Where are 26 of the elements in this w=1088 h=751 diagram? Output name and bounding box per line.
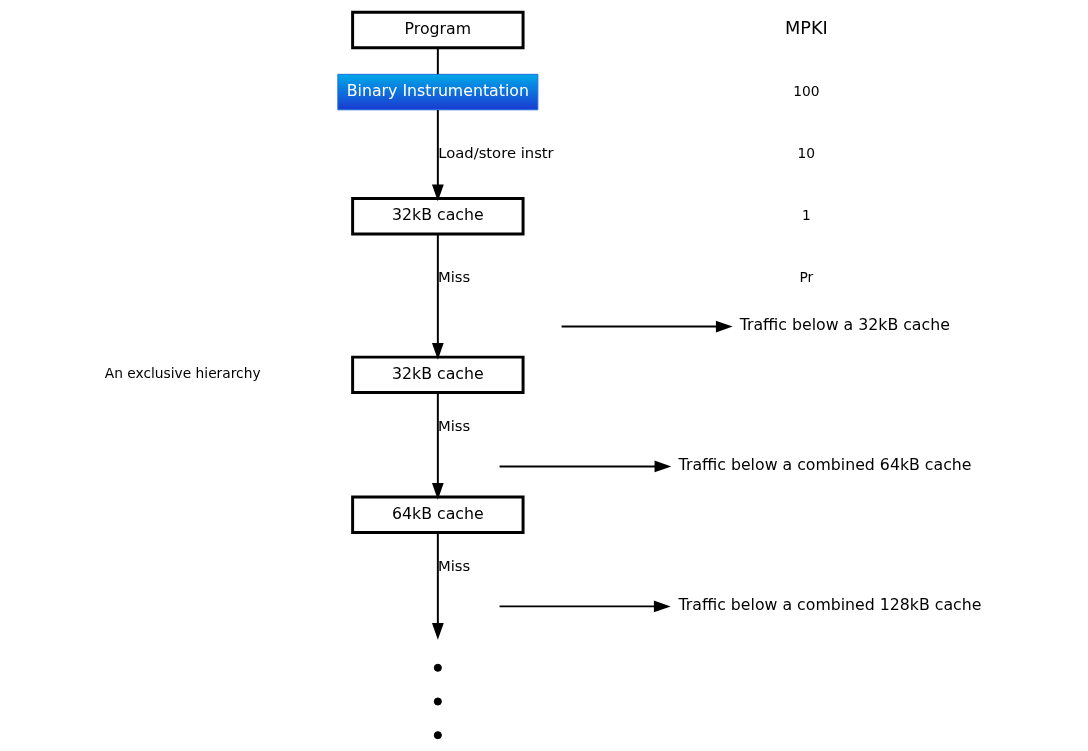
label: MPKI <box>784 18 828 39</box>
arrow <box>560 320 733 333</box>
label: Pr <box>798 268 813 285</box>
arrow <box>498 600 671 613</box>
label: 1 <box>801 206 811 223</box>
node-box: 32kB cache <box>350 197 525 236</box>
edge-label: Miss <box>437 267 470 285</box>
arrow <box>431 109 444 202</box>
edge-label: Miss <box>437 417 470 435</box>
arrow <box>431 531 444 640</box>
arrow <box>498 460 671 473</box>
node-text: Traffic below a 32kB cache <box>739 315 950 335</box>
arrow <box>431 391 444 500</box>
label: 100 <box>792 82 819 99</box>
label: An exclusive hierarchy <box>104 365 261 382</box>
node-box: Binary Instrumentation <box>336 73 538 111</box>
edge-label: Load/store instr <box>437 143 554 161</box>
node-box: Program <box>350 10 525 50</box>
edge-label: Miss <box>437 556 470 574</box>
label: 10 <box>797 144 815 161</box>
arrow <box>431 233 444 360</box>
node-box: 32kB cache <box>350 355 525 395</box>
node-box: 64kB cache <box>350 495 525 534</box>
node-text: Traffic below a combined 64kB cache <box>678 455 971 475</box>
connector <box>436 47 439 76</box>
node-text: Traffic below a combined 128kB cache <box>678 595 981 615</box>
